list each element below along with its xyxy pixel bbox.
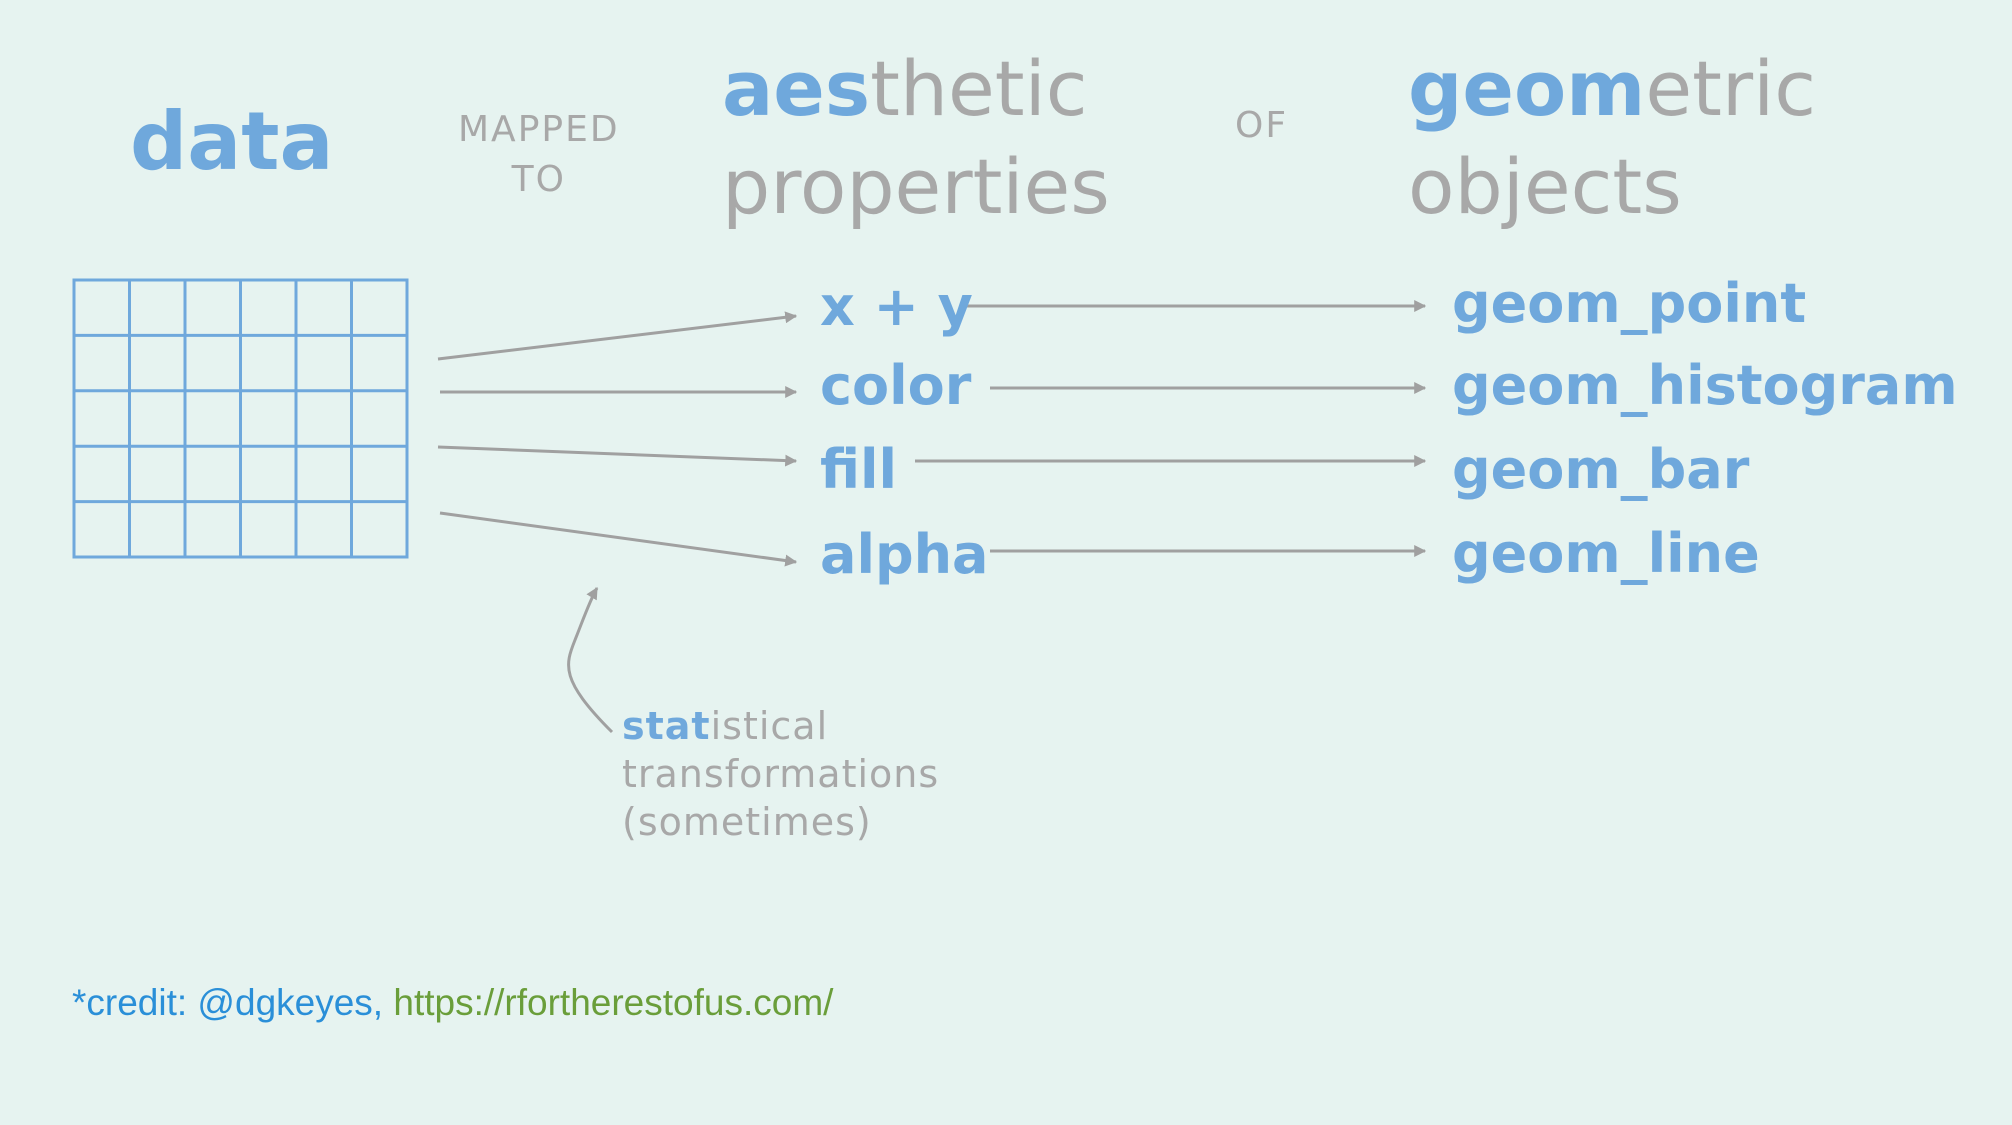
aes-item-xy: x + y <box>820 275 973 338</box>
stat-transform-note: statistical transformations (sometimes) <box>622 702 939 846</box>
aes-item-alpha: alpha <box>820 523 989 586</box>
statistical-word: statistical <box>622 702 939 750</box>
geom-rest: etric <box>1645 44 1817 133</box>
objects-word: objects <box>1408 142 1682 231</box>
geom-item-bar: geom_bar <box>1452 438 1750 501</box>
geometric-objects-title: geometric objects <box>1408 40 1816 236</box>
properties-word: properties <box>722 142 1110 231</box>
of-label: OF <box>1235 105 1289 146</box>
aes-rest: thetic <box>870 44 1088 133</box>
to-word: TO <box>511 159 566 200</box>
aesthetic-word: aesthetic <box>722 40 1110 138</box>
aes-highlight: aes <box>722 44 871 133</box>
data-title: data <box>130 95 334 188</box>
geom-item-line: geom_line <box>1452 522 1760 585</box>
geom-highlight: geom <box>1408 44 1646 133</box>
credit-text: *credit: @dgkeyes, <box>72 982 384 1023</box>
stat-highlight: stat <box>622 704 711 748</box>
geom-item-histogram: geom_histogram <box>1452 354 1958 417</box>
data-table-icon <box>72 278 409 559</box>
arrow-data-to-xy <box>437 311 798 361</box>
stat-rest: istical <box>710 704 829 748</box>
aesthetic-properties-title: aesthetic properties <box>722 40 1110 236</box>
sometimes-word: (sometimes) <box>622 800 872 844</box>
credit-line: *credit: @dgkeyes, https://rfortherestof… <box>72 982 833 1024</box>
credit-link[interactable]: https://rfortherestofus.com/ <box>393 982 834 1023</box>
aes-item-fill: fill <box>820 438 897 501</box>
geom-item-point: geom_point <box>1452 272 1806 335</box>
mapped-to-label: MAPPED TO <box>458 105 620 205</box>
geometric-word: geometric <box>1408 40 1816 138</box>
arrow-data-to-alpha <box>439 511 798 567</box>
mapped-word: MAPPED <box>458 109 620 150</box>
transformations-word: transformations <box>622 752 940 796</box>
arrow-stat-transform <box>567 586 614 734</box>
aes-item-color: color <box>820 354 972 417</box>
arrow-data-to-fill <box>437 445 798 467</box>
